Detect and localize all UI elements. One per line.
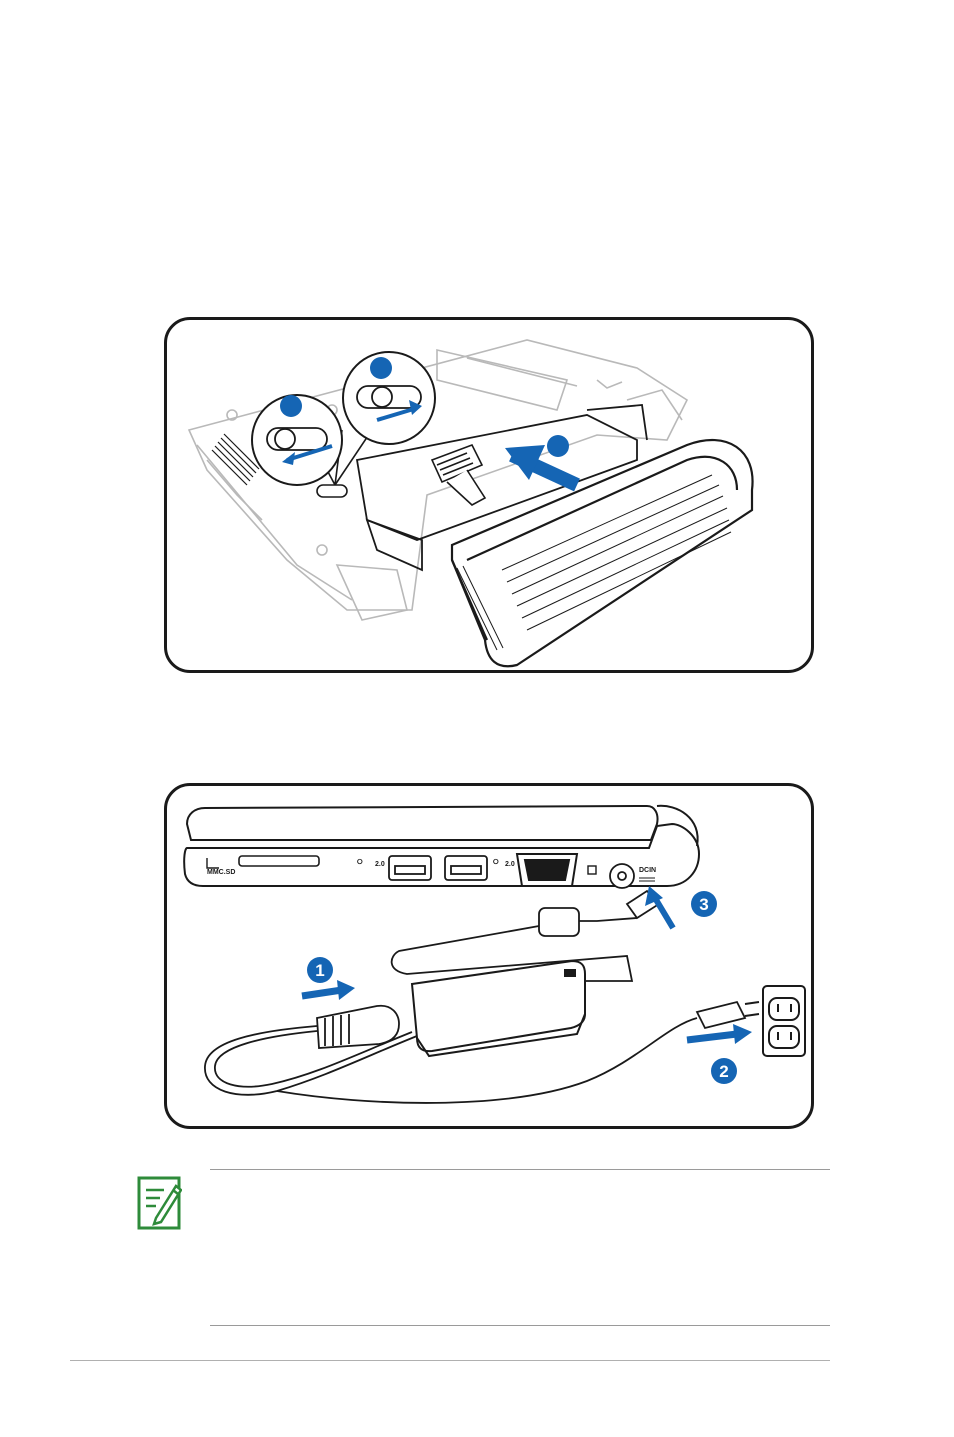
dc-in-port [610,864,634,888]
card-reader-port [239,856,319,866]
power-connection-illustration: MMC.SD ⭘ 2.0 ⭘ 2.0 DCIN [164,783,814,1129]
battery-pack [452,440,753,666]
svg-text:1: 1 [315,961,324,980]
step-badge-1 [280,395,302,417]
cord-connector [317,1006,399,1048]
svg-text:3: 3 [699,895,708,914]
usb-symbol-left: ⭘ [357,858,363,866]
note-divider-top [210,1169,830,1170]
step-badge-3: 3 [691,891,717,917]
usb-label-right: 2.0 [505,861,515,868]
step-badge-2 [370,357,392,379]
svg-text:2: 2 [719,1062,728,1081]
usb-port-left [389,856,431,880]
note-divider-bottom [210,1325,830,1326]
arrow-step-2 [687,1024,752,1044]
note-pencil-icon [136,1172,182,1230]
usb-port-right [445,856,487,880]
battery-install-illustration [164,317,814,673]
step-badge-2: 2 [711,1058,737,1084]
lock-switch [317,485,347,497]
usb-symbol-right: ⭘ [493,858,499,866]
card-reader-label: MMC.SD [207,869,235,876]
vga-port [517,854,577,886]
wall-plug [697,1002,759,1028]
monitor-icon [588,866,596,874]
power-connection-drawing: MMC.SD ⭘ 2.0 ⭘ 2.0 DCIN [167,786,811,1126]
step-badge-3 [547,435,569,457]
usb-label-left: 2.0 [375,861,385,868]
battery-install-drawing [167,320,811,670]
wall-outlet [763,986,805,1056]
dc-in-label: DCIN [639,867,656,874]
arrow-step-1 [302,980,355,1000]
ac-adapter-brick [412,961,585,1056]
footer-divider [70,1360,830,1361]
step-badge-1: 1 [307,957,333,983]
battery-connector [432,445,485,505]
